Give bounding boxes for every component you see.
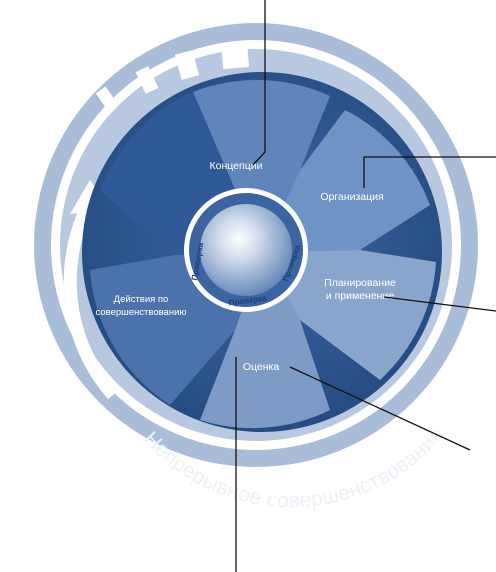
segment-label-organization: Организация [320, 191, 383, 203]
segment-planning-shape [262, 250, 436, 380]
seg-planning-line-2: и применение [326, 290, 395, 302]
leader-line-organization [363, 156, 496, 188]
seg-improvement-line-2: совершенствованию [95, 307, 186, 318]
segment-concept-shape [193, 79, 330, 252]
leader-line-concept [252, 0, 266, 166]
segment-label-evaluation: Оценка [243, 361, 280, 373]
segment-organization-shape [262, 110, 430, 252]
seg-concept-line-1: Концепции [210, 160, 263, 172]
leader-line-evaluation [289, 366, 471, 451]
leader-lines [235, 0, 496, 572]
leader-line-planning [383, 296, 496, 312]
center-hub [184, 188, 308, 312]
seg-improvement-line-1: Действия по [114, 294, 169, 305]
segment-label-improvement: Действия по совершенствованию [95, 294, 186, 318]
seg-planning-line-1: Планирование [324, 277, 396, 289]
segment-label-concept: Концепции [210, 160, 263, 172]
seg-evaluation-line-1: Оценка [243, 361, 280, 373]
segment-evaluation-shape [200, 252, 330, 429]
seg-organization-line-1: Организация [320, 191, 383, 203]
